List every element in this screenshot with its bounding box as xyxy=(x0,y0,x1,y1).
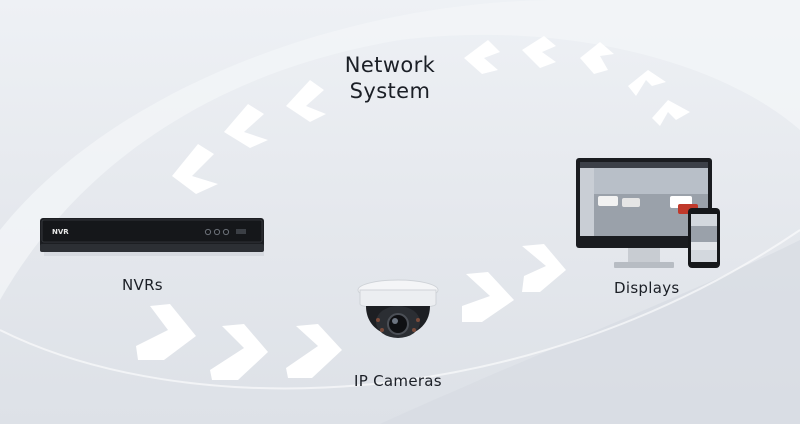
chevron-arrow-icon xyxy=(462,272,514,322)
chevron-arrow-icon xyxy=(136,304,196,360)
monitor-phone-icon xyxy=(576,158,720,268)
nvr-recorder-icon: NVR xyxy=(40,218,264,256)
chevron-arrow-icon xyxy=(224,104,268,148)
node-label-ip-cameras: IP Cameras xyxy=(354,372,442,390)
chevron-arrow-icon xyxy=(286,324,342,378)
node-label-displays: Displays xyxy=(614,279,680,297)
title-line-1: Network xyxy=(344,53,436,77)
nvr-badge-text: NVR xyxy=(52,228,69,236)
chevron-arrow-icon xyxy=(652,100,690,126)
title-line-2: System xyxy=(349,79,431,103)
node-label-nvrs: NVRs xyxy=(122,276,163,294)
chevron-arrow-icon xyxy=(172,144,218,194)
chevron-arrow-icon xyxy=(522,36,556,68)
diagram-title: Network System xyxy=(300,52,480,104)
dome-camera-icon xyxy=(357,279,439,338)
chevron-arrow-icon xyxy=(210,324,268,380)
chevron-arrow-icon xyxy=(286,80,326,122)
chevron-arrow-icon xyxy=(628,70,666,96)
chevron-arrow-icon xyxy=(580,42,614,74)
chevron-arrow-icon xyxy=(464,40,500,74)
chevron-arrow-icon xyxy=(522,244,566,292)
